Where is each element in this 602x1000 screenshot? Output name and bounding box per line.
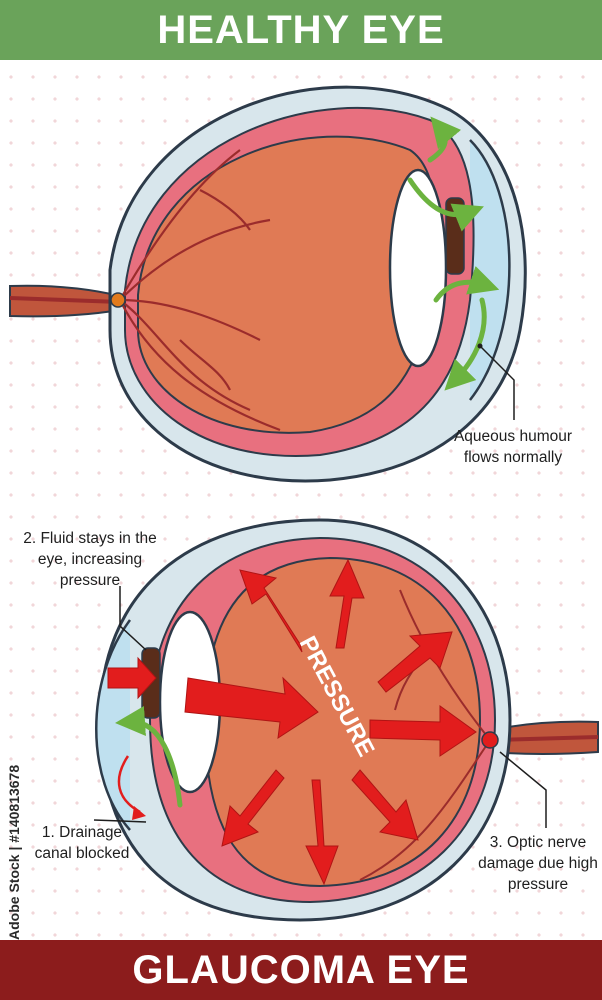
healthy-optic-disc [110, 292, 126, 308]
healthy-eye-illustration [9, 85, 527, 483]
glaucoma-eye-illustration [93, 518, 599, 922]
glaucoma-flow-arrow [115, 706, 183, 808]
stock-watermark-id: Adobe Stock | #140813678 [6, 764, 22, 940]
healthy-blood-vessels [119, 149, 281, 432]
optic-nerve-damage-label: 3. Optic nerve damage due high pressure [478, 834, 598, 893]
optic-pointer [499, 751, 547, 828]
pressure-arrow [239, 569, 303, 653]
drainage-blocked-label: 1. Drainage canal blocked [34, 824, 130, 862]
pressure-arrow [377, 631, 453, 693]
healthy-eye-title: HEALTHY EYE [157, 7, 445, 52]
glaucoma-eye-title: GLAUCOMA EYE [132, 947, 470, 992]
drainage-pointer [93, 819, 147, 823]
aqueous-pointer [479, 345, 515, 420]
pressure-arrow [305, 779, 339, 886]
glaucoma-vitreous [203, 556, 482, 888]
pressure-arrow-blocked [107, 656, 157, 700]
healthy-lens [388, 168, 448, 368]
fluid-pointer [119, 586, 147, 651]
pressure-arrow [369, 705, 477, 757]
healthy-eye-banner: HEALTHY EYE [0, 0, 602, 60]
pressure-arrows [107, 558, 477, 886]
fluid-stays-label: 2. Fluid stays in the eye, increasing pr… [23, 530, 157, 589]
pressure-arrow [329, 558, 365, 649]
aqueous-humour-label: Aqueous humour flows normally [453, 428, 573, 466]
pressure-arrow-main [184, 676, 319, 740]
glaucoma-optic-disc [481, 731, 499, 749]
pressure-arrow [221, 769, 285, 847]
glaucoma-eye-banner: GLAUCOMA EYE [0, 940, 602, 1000]
healthy-iris [445, 197, 465, 275]
pressure-arrow [351, 769, 419, 841]
